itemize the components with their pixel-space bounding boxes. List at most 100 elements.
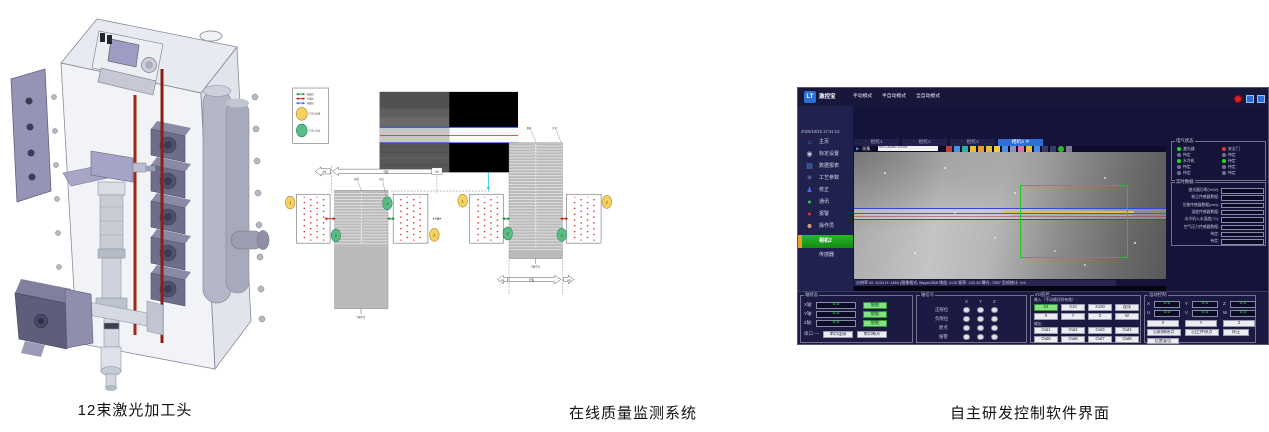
axis-y-button[interactable]: Y [1061,313,1085,320]
app-name: 激控宝 [819,94,836,100]
roi-rectangle[interactable] [1020,185,1128,258]
tab-camera1[interactable]: 相机1 [854,139,899,147]
reserved-field[interactable] [1221,239,1264,245]
out7-button[interactable]: Out7 [1088,336,1112,343]
quality-monitor-diagram: 加速区 匀速区 减速区 CCD₁ 检测 CCD₂ 定位 [285,87,612,319]
out4-button[interactable]: Out4 [1115,327,1139,334]
axis-x-button[interactable]: X [1034,313,1058,320]
status-led [1222,171,1226,175]
temperature-field[interactable] [1221,209,1264,216]
sidebar-item-sensor[interactable]: 传感器 [819,252,835,258]
menu-semiauto-mode[interactable]: 半自动模式 [882,94,906,99]
badge-number: 2 [433,233,435,237]
ccd2-badge [502,226,513,241]
home-machine-button[interactable]: 回机械原点 [1147,329,1181,336]
camera-toolbar: 采集 MV-CA060-10GM [854,145,1166,152]
sidebar-item-calibration[interactable]: 标定设置 [798,151,853,162]
toolbar-icon[interactable] [1002,146,1008,152]
top-optics-assembly [91,30,164,96]
y-enable-button[interactable]: 使能 [863,310,887,318]
tab-camera3[interactable]: 相机3 [950,139,995,147]
sidebar-item-process-params[interactable]: 工艺参数 [798,175,853,186]
home-work-button[interactable]: 回工件原点 [1185,329,1219,336]
z-enable-button[interactable]: 使能 [863,319,887,327]
axis-signals-panel: 轴信号 X Y Z 正限位 负限位 原点 报警 [916,292,1027,343]
sidebar-item-operator[interactable]: 操作员 [798,223,853,234]
dust-sensor-field[interactable] [1221,195,1264,201]
maximize-icon[interactable] [1257,95,1265,103]
toolbar-icon[interactable] [994,146,1000,152]
toolbar-icon[interactable] [1010,146,1016,152]
toolbar-icon[interactable] [1018,146,1024,152]
sidebar-item-home[interactable]: 主页 [798,139,853,150]
toolbar-icon[interactable] [1026,146,1032,152]
status-led [1177,147,1181,151]
minimize-icon[interactable] [1246,95,1254,103]
u-coord-readout: 0.0 [1154,309,1180,317]
menu-manual-mode[interactable]: 手动模式 [853,94,873,99]
operator-icon [803,223,816,230]
sidebar-item-communication[interactable]: 通讯 [798,199,853,210]
jog-y-button[interactable]: Y [1185,320,1217,327]
toolbar-icon[interactable] [1058,146,1064,152]
out2-button[interactable]: Out2 [1061,327,1085,334]
toolbar-icon[interactable] [946,146,952,152]
step-cont-button[interactable]: 连续 [1115,303,1139,311]
toolbar-icon[interactable] [1050,146,1056,152]
tab-camera2[interactable]: 相机2 [902,139,947,147]
green-motion-arrow [501,217,511,221]
step-x1-button[interactable]: X1 [1034,303,1058,311]
acquire-label: 采集 [862,145,871,151]
device-dropdown[interactable]: MV-CA060-10GM [878,146,938,152]
legend-ccd2-circle [296,123,308,138]
acquire-icon[interactable] [856,147,859,152]
close-icon[interactable]: ✕ [1025,140,1030,145]
step-x100-button[interactable]: X100 [1088,303,1112,311]
displacement-field[interactable] [1221,202,1264,209]
sidebar-item-camera2-active[interactable]: 相机2 [798,235,853,248]
step-x10-button[interactable]: X10 [1061,303,1085,311]
toolbar-icon[interactable] [962,146,968,152]
position-reset-button[interactable]: 位置复位 [1147,337,1179,344]
reserved-field[interactable] [1221,231,1264,238]
menu-auto-mode[interactable]: 全自动模式 [916,94,940,99]
tab-camera4-active[interactable]: 相机4 ✕ [998,139,1043,147]
toolbar-icon[interactable] [1034,146,1040,152]
toolbar-icon[interactable] [986,146,992,152]
red-guide-rods [133,69,164,343]
out1-button[interactable]: Out1 [1034,327,1058,334]
out5-button[interactable]: Out5 [1034,336,1058,343]
stop-button[interactable]: 停止 [1223,329,1249,336]
signal-lamp [963,315,970,322]
signal-lamp [977,333,984,340]
axis-z-button[interactable]: Z [1088,313,1112,320]
toolbar-icon[interactable] [1066,146,1072,152]
comm-icon [803,199,816,206]
laser-power-field[interactable] [1221,188,1264,194]
legend-arrow-decel: 减速区 [295,101,314,105]
serial-connect-button[interactable]: 串口连接 [823,330,853,338]
sidebar-item-report[interactable]: 数据报表 [798,163,853,174]
record-indicator-icon[interactable] [1234,95,1242,103]
out8-button[interactable]: Out8 [1115,336,1139,343]
jog-z-button[interactable]: Z [1223,320,1255,327]
out3-button[interactable]: Out3 [1088,327,1112,334]
out6-button[interactable]: Out6 [1061,336,1085,343]
axis-w-button[interactable]: W [1115,313,1139,320]
toolbar-icon[interactable] [970,146,976,152]
ccd1-badge [429,228,440,242]
caption-monitor-system: 在线质量监测系统 [568,405,697,422]
toolbar-icon[interactable] [954,146,960,152]
jog-x-button[interactable]: X [1147,320,1179,327]
serial-disconnect-button[interactable]: 串口断开 [857,330,887,338]
badge-number: 1 [289,201,291,205]
toolbar-icon[interactable] [978,146,984,152]
camera-inset-image [379,91,519,173]
air-pressure-field[interactable] [1221,224,1264,230]
sidebar-item-correction[interactable]: 校正 [798,187,853,198]
sidebar-item-alarm[interactable]: 报警 [798,211,853,222]
toolbar-icon[interactable] [1042,146,1048,152]
x-enable-button[interactable]: 使能 [863,301,887,309]
chiller-temp-field[interactable] [1221,217,1264,223]
